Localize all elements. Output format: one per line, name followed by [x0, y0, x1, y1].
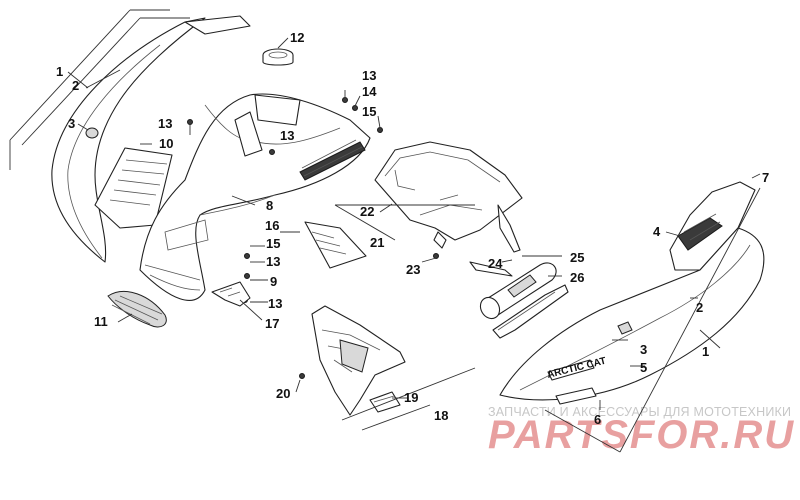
mounting-bracket — [211, 281, 263, 321]
callout-13: 13 — [268, 296, 282, 311]
callout-22: 22 — [360, 204, 374, 219]
callout-10: 10 — [159, 136, 173, 151]
callout-8: 8 — [266, 198, 273, 213]
watermark-subtitle: ЗАПЧАСТИ И АКСЕССУАРЫ ДЛЯ МОТОТЕХНИКИ — [488, 405, 791, 419]
callout-12: 12 — [290, 30, 304, 45]
watermark-brand: PARTSFOR.RU — [488, 413, 795, 457]
callout-1: 1 — [56, 64, 63, 79]
right-side-panel: ARCTIC CAT — [499, 173, 765, 453]
callout-23: 23 — [406, 262, 420, 277]
dash-panel — [334, 141, 523, 263]
screw-icon — [187, 119, 193, 125]
callout-20: 20 — [276, 386, 290, 401]
screw-icon — [377, 127, 383, 133]
callout-3: 3 — [68, 116, 75, 131]
grommet-icon — [85, 127, 99, 139]
callout-18: 18 — [434, 408, 448, 423]
screw-icon — [269, 149, 275, 155]
left-group-leaders — [231, 195, 268, 303]
windshield-panel — [280, 221, 367, 269]
callout-26: 26 — [570, 270, 584, 285]
callout-2: 2 — [72, 78, 79, 93]
callout-9: 9 — [270, 274, 277, 289]
screw-icon — [433, 253, 439, 259]
callout-7: 7 — [762, 170, 769, 185]
callout-24: 24 — [488, 256, 503, 271]
callout-1: 1 — [702, 344, 709, 359]
callout-3: 3 — [640, 342, 647, 357]
callout-4: 4 — [653, 224, 661, 239]
callout-13: 13 — [266, 254, 280, 269]
callout-2: 2 — [696, 300, 703, 315]
callout-13: 13 — [362, 68, 376, 83]
callout-13: 13 — [158, 116, 172, 131]
callout-25: 25 — [570, 250, 584, 265]
storage-components — [469, 255, 569, 339]
callout-11: 11 — [94, 314, 108, 329]
screw-icon — [352, 105, 358, 111]
callout-16: 16 — [265, 218, 279, 233]
callout-19: 19 — [404, 390, 418, 405]
callouts: 1 2 3 10 11 12 13 13 13 13 13 14 15 15 1… — [56, 30, 769, 427]
left-side-panel — [9, 9, 251, 263]
callout-15: 15 — [266, 236, 280, 251]
vent-grille — [94, 143, 173, 229]
screw-icon — [342, 97, 348, 103]
callout-14: 14 — [362, 84, 377, 99]
callout-5: 5 — [640, 360, 647, 375]
headlight-lens — [107, 291, 167, 328]
watermark: ЗАПЧАСТИ И АКСЕССУАРЫ ДЛЯ МОТОТЕХНИКИ PA… — [488, 405, 795, 457]
callout-17: 17 — [265, 316, 279, 331]
callout-15: 15 — [362, 104, 376, 119]
screw-icon — [244, 253, 250, 259]
callout-21: 21 — [370, 235, 384, 250]
lower-front-piece — [295, 305, 476, 431]
screw-icon — [299, 373, 305, 379]
screw-icon — [244, 273, 250, 279]
fuel-cap — [262, 37, 294, 66]
callout-13: 13 — [280, 128, 294, 143]
front-nose-cowl — [139, 93, 371, 301]
callout-6: 6 — [594, 412, 601, 427]
